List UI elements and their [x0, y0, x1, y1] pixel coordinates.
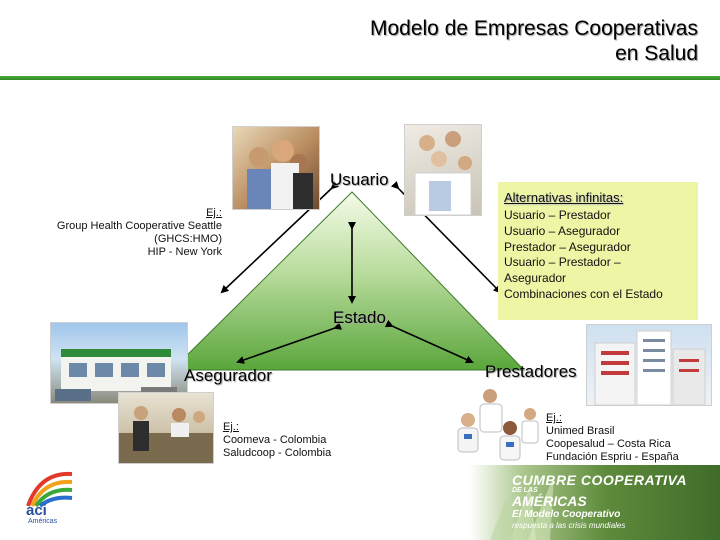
triangle-shape [170, 191, 526, 371]
alternativas-item: Asegurador [504, 271, 567, 286]
alternativas-item: Usuario – Prestador [504, 208, 611, 222]
doctors-figure-icon [457, 389, 539, 461]
example-prestadores-line-3: Fundación Espriu - España [546, 451, 679, 463]
node-asegurador: Asegurador [184, 366, 272, 385]
example-prestadores-label: Ej.: [546, 412, 562, 424]
title-line-1: Modelo de Empresas Cooperativas [369, 17, 698, 40]
banner-line-2: DE LAS [512, 487, 538, 494]
banner-line-1: CUMBRE COOPERATIVA [512, 472, 687, 488]
family-photo-icon [232, 126, 320, 210]
alternativas-item: Usuario – Asegurador [504, 223, 621, 238]
alternativas-item: Usuario – Prestador – [504, 255, 621, 270]
node-usuario: Usuario [330, 170, 389, 189]
group-photo-icon [404, 124, 482, 216]
arrow-estado-prestadores [384, 319, 474, 364]
footer-banner [470, 465, 720, 540]
example-left-line-2: (GHCS:HMO) [154, 233, 222, 245]
logo-subtext: Américas [28, 518, 58, 525]
example-asegurador: Ej.: Coomeva - Colombia Saludcoop - Colo… [223, 421, 373, 460]
reception-desk-photo-icon [118, 392, 214, 464]
title-line-2: en Salud [615, 42, 698, 65]
example-prestadores-line-2: Coopesalud – Costa Rica [546, 438, 671, 450]
alternativas-list: Usuario – Prestador Usuario – Asegurador… [504, 208, 663, 303]
example-left-line-1: Group Health Cooperative Seattle [56, 220, 222, 232]
example-left-label: Ej.: [206, 207, 222, 219]
example-left: Ej.: Group Health Cooperative Seattle (G… [30, 207, 222, 259]
alternativas-item: Combinaciones con el Estado [504, 286, 663, 301]
title-divider [0, 76, 720, 80]
banner-text: CUMBRE COOPERATIVA DE LAS AMÉRICAS El Mo… [512, 472, 717, 531]
arrow-estado-asegurador [236, 322, 342, 364]
node-prestadores: Prestadores [485, 362, 577, 381]
example-asegurador-line-1: Coomeva - Colombia [223, 434, 327, 446]
example-prestadores-line-1: Unimed Brasil [546, 425, 615, 437]
alternativas-box: Alternativas infinitas: Usuario – Presta… [498, 182, 698, 320]
example-left-line-3: HIP - New York [147, 246, 222, 258]
alternativas-title: Alternativas infinitas: [504, 190, 624, 205]
example-asegurador-label: Ej.: [223, 421, 239, 433]
example-asegurador-line-2: Saludcoop - Colombia [223, 447, 332, 459]
hospital-building-photo-icon [586, 324, 712, 406]
logo-icon: aci Américas [20, 468, 80, 530]
banner-line-4: El Modelo Cooperativo [512, 509, 621, 520]
banner-line-5: respuesta a las crisis mundiales [512, 521, 626, 530]
insurer-building-photo-icon [50, 322, 188, 404]
example-prestadores: Ej.: Unimed Brasil Coopesalud – Costa Ri… [546, 412, 716, 464]
logo-text: aci [26, 502, 47, 519]
alternativas-item: Prestador – Asegurador [504, 239, 631, 254]
page-title: Modelo de Empresas Cooperativas en Salud [178, 16, 698, 66]
node-estado: Estado [333, 308, 386, 327]
banner-line-3: AMÉRICAS [512, 493, 587, 509]
